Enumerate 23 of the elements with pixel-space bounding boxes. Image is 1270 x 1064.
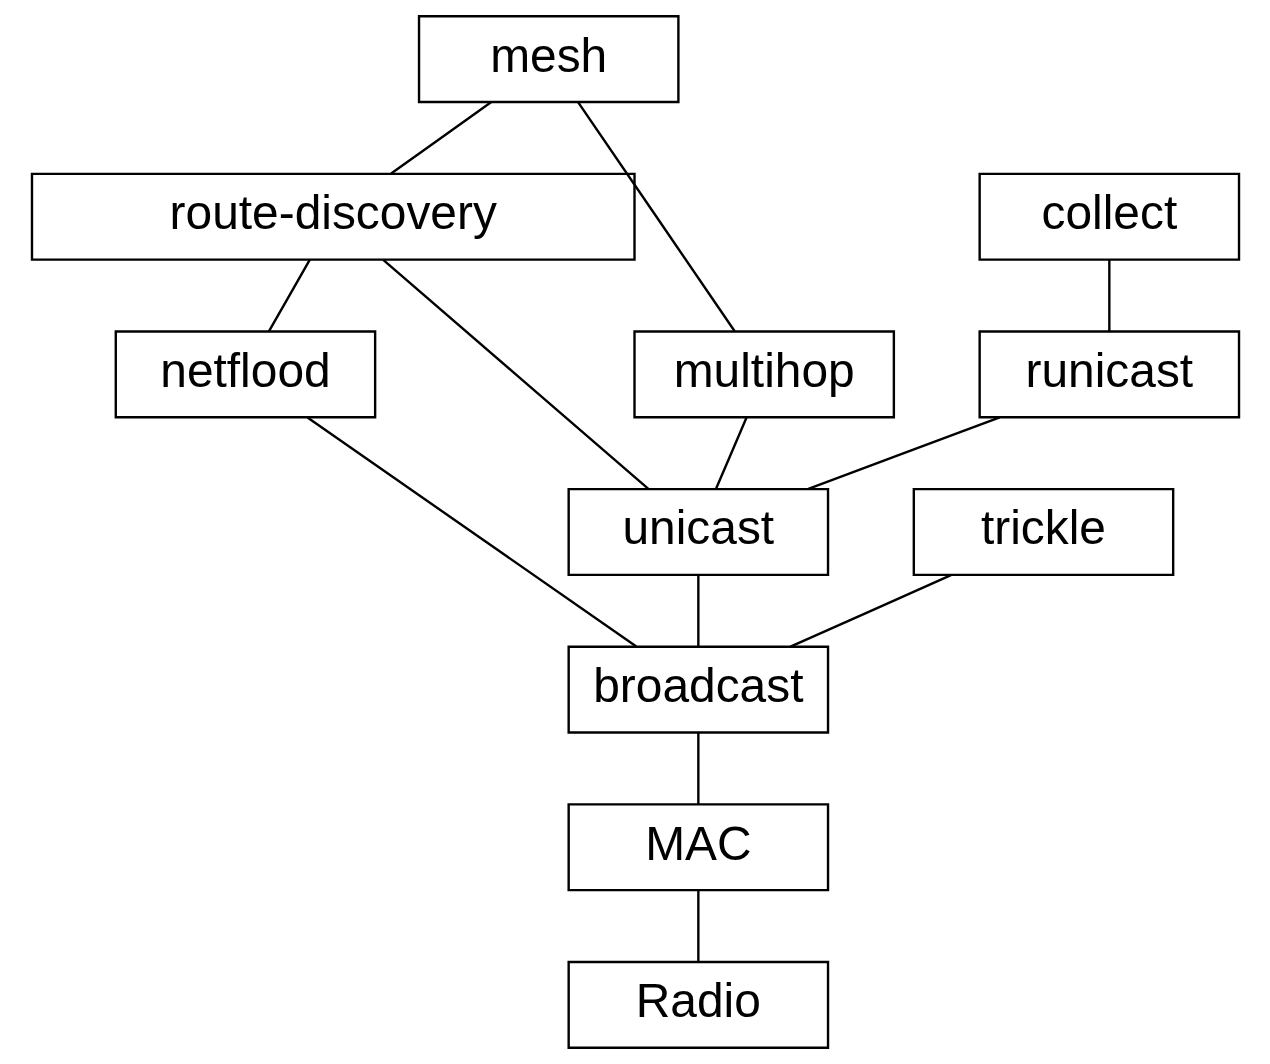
node-box: broadcast <box>566 645 829 734</box>
node-box: route-discovery <box>30 172 636 261</box>
connector <box>789 574 951 648</box>
connector <box>714 417 748 490</box>
node-box: trickle <box>912 487 1174 577</box>
node-box: collect <box>977 172 1240 261</box>
connector <box>696 575 700 647</box>
connector <box>1107 259 1111 332</box>
node-box: Radio <box>566 960 829 1049</box>
node-box: multihop <box>632 330 895 419</box>
node-box: runicast <box>977 330 1240 419</box>
connector <box>389 101 492 175</box>
connector <box>381 259 649 490</box>
node-box: unicast <box>566 487 829 577</box>
node-box: MAC <box>566 803 829 892</box>
connector <box>267 259 311 332</box>
connector <box>576 101 736 332</box>
connector <box>696 890 700 962</box>
connector <box>696 732 700 804</box>
node-box: mesh <box>417 15 680 104</box>
node-box: netflood <box>114 330 376 419</box>
connector <box>807 416 1000 490</box>
connector <box>306 416 637 648</box>
